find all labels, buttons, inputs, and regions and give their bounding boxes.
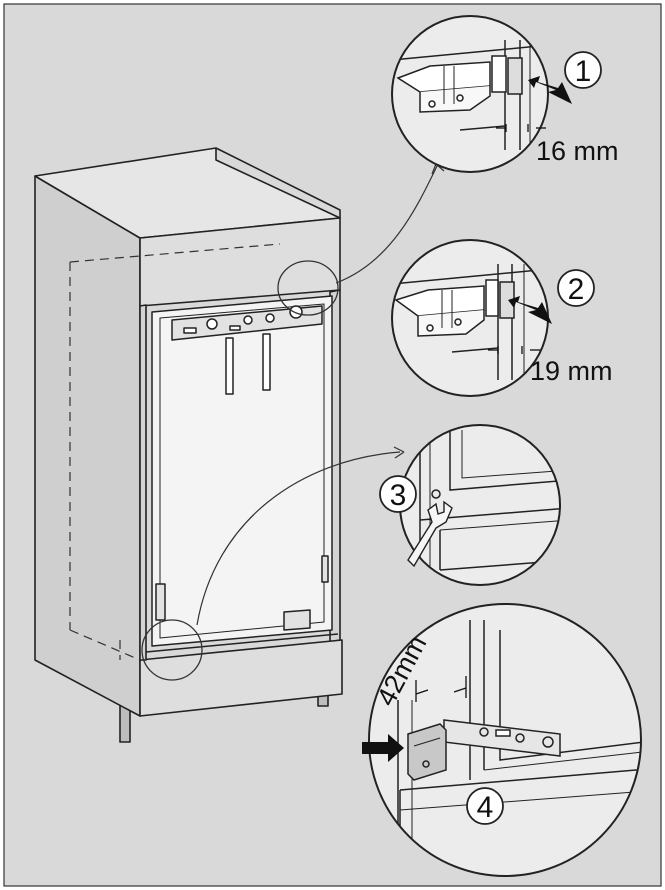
step-1-number: 1 bbox=[575, 55, 592, 88]
arrow-right-icon-3 bbox=[362, 734, 404, 762]
dimension-16mm: 16 mm bbox=[536, 136, 619, 166]
cabinet bbox=[34, 147, 343, 743]
detail-indicators bbox=[141, 260, 339, 681]
top-hinge-indicator bbox=[277, 260, 339, 316]
appliance bbox=[145, 295, 339, 653]
arrow-right-icon bbox=[528, 76, 572, 104]
detail-step-2 bbox=[391, 239, 549, 397]
step-3-number: 3 bbox=[390, 479, 407, 512]
detail-step-4 bbox=[368, 603, 642, 877]
detail-step-1 bbox=[391, 15, 549, 173]
detail-step-3 bbox=[399, 424, 561, 586]
cabinet-side-panel bbox=[34, 175, 141, 717]
cabinet-top bbox=[34, 147, 341, 239]
step-1-callout: 1 bbox=[564, 51, 602, 89]
step-2-callout: 2 bbox=[557, 269, 595, 307]
bottom-hinge-indicator bbox=[141, 619, 203, 681]
wrench-icon bbox=[407, 500, 453, 568]
arrow-right-icon-2 bbox=[508, 296, 552, 324]
cabinet-plinth bbox=[139, 639, 343, 717]
dimension-42mm-marker bbox=[415, 676, 467, 702]
step-2-number: 2 bbox=[568, 273, 585, 306]
dimension-19mm: 19 mm bbox=[530, 356, 613, 386]
step-4-number: 4 bbox=[477, 791, 494, 824]
step-3-callout: 3 bbox=[379, 475, 417, 513]
step-4-callout: 4 bbox=[466, 787, 504, 825]
appliance-front bbox=[151, 295, 333, 647]
dimension-19mm-marker bbox=[488, 346, 540, 354]
cabinet-hidden-outline bbox=[69, 243, 281, 661]
dimension-16mm-marker bbox=[496, 124, 546, 132]
leader-lines bbox=[196, 163, 445, 626]
